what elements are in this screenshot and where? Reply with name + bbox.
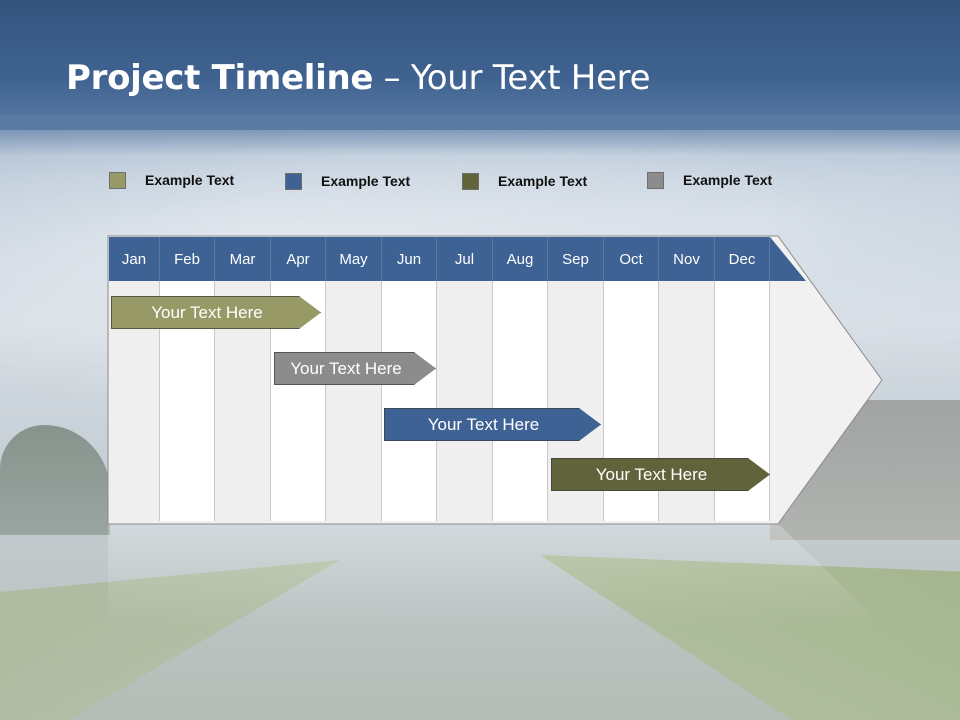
legend-swatch	[462, 172, 479, 190]
task-label: Your Text Here	[427, 414, 540, 434]
task-bar: Your Text Here	[551, 458, 770, 491]
legend-swatch	[285, 172, 302, 190]
timeline-reflection	[108, 524, 882, 624]
month-header-feb: Feb	[160, 237, 215, 281]
month-header-apr: Apr	[271, 237, 326, 281]
legend-item: Example Text	[285, 171, 410, 191]
task-bar: Your Text Here	[111, 296, 321, 329]
month-header-jan: Jan	[109, 237, 160, 281]
task-label: Your Text Here	[151, 302, 263, 322]
title-bold: Project Timeline	[66, 58, 374, 98]
month-column-jun	[382, 281, 437, 521]
month-header-jul: Jul	[437, 237, 493, 281]
month-header-oct: Oct	[604, 237, 659, 281]
slide-title: Project Timeline – Your Text Here	[66, 58, 651, 98]
task-label: Your Text Here	[290, 358, 402, 378]
month-column-jul	[437, 281, 493, 521]
legend-item: Example Text	[462, 171, 587, 191]
month-column-aug	[493, 281, 548, 521]
legend-label: Example Text	[321, 173, 411, 189]
task-bar: Your Text Here	[274, 352, 436, 385]
timeline-arrow-outline	[107, 235, 883, 525]
task-bar: Your Text Here	[384, 408, 601, 441]
month-column-may	[326, 281, 382, 521]
legend-swatch	[647, 171, 664, 189]
month-header-aug: Aug	[493, 237, 548, 281]
legend-label: Example Text	[145, 172, 235, 188]
month-header-dec: Dec	[715, 237, 770, 281]
legend-label: Example Text	[498, 173, 588, 189]
month-header-mar: Mar	[215, 237, 271, 281]
month-header-sep: Sep	[548, 237, 604, 281]
month-header-may: May	[326, 237, 382, 281]
month-header-jun: Jun	[382, 237, 437, 281]
header-fade	[0, 115, 960, 155]
legend-label: Example Text	[683, 172, 773, 188]
month-header-nov: Nov	[659, 237, 715, 281]
legend-swatch	[109, 171, 126, 189]
legend-item: Example Text	[109, 170, 234, 190]
task-label: Your Text Here	[595, 464, 708, 484]
title-rest: – Your Text Here	[373, 58, 651, 98]
legend-item: Example Text	[647, 170, 772, 190]
header-band	[0, 0, 960, 130]
